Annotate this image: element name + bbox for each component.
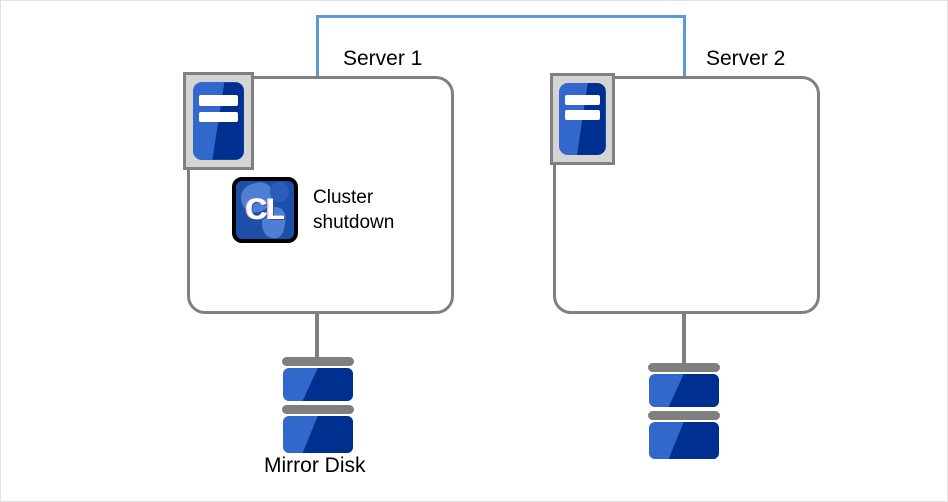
server2-icon-bar-bottom (565, 110, 600, 120)
cluster-app-icon[interactable]: CL (232, 177, 298, 243)
server-icon-bar-top (199, 95, 238, 106)
server1-server-icon (183, 72, 254, 170)
server-icon-body (193, 82, 244, 160)
disk1-platter-top-shade (302, 368, 353, 401)
disk2-rim-middle (647, 411, 721, 420)
server2-icon-bar-top (565, 95, 600, 105)
server2-icon-body (559, 82, 606, 156)
disk1-platter-bottom-shade (302, 416, 353, 453)
mirror-disk-2[interactable] (647, 363, 721, 459)
server2-disk-connector (682, 313, 686, 365)
interconnect-link (316, 15, 686, 77)
server2-server-icon (550, 73, 615, 165)
mirror-disk-1-label: Mirror Disk (264, 454, 366, 477)
disk2-platter-top-shade (668, 374, 719, 407)
disk2-rim-top (647, 363, 721, 372)
disk1-platter-bottom (283, 416, 353, 453)
disk2-platter-top (649, 374, 719, 407)
server1-title: Server 1 (343, 47, 423, 70)
server-icon-bar-bottom (199, 111, 238, 122)
disk2-platter-bottom-shade (668, 422, 719, 459)
cluster-shutdown-label: Cluster shutdown (313, 187, 395, 233)
disk1-platter-top (283, 368, 353, 401)
mirror-disk-1[interactable] (281, 357, 355, 453)
server1-disk-connector (315, 313, 319, 361)
cluster-icon-text: CL (246, 193, 285, 226)
disk2-platter-bottom (649, 422, 719, 459)
disk1-rim-top (281, 357, 355, 366)
disk1-rim-middle (281, 405, 355, 414)
server2-title: Server 2 (706, 47, 786, 70)
cluster-icon-splash-c (269, 182, 290, 202)
